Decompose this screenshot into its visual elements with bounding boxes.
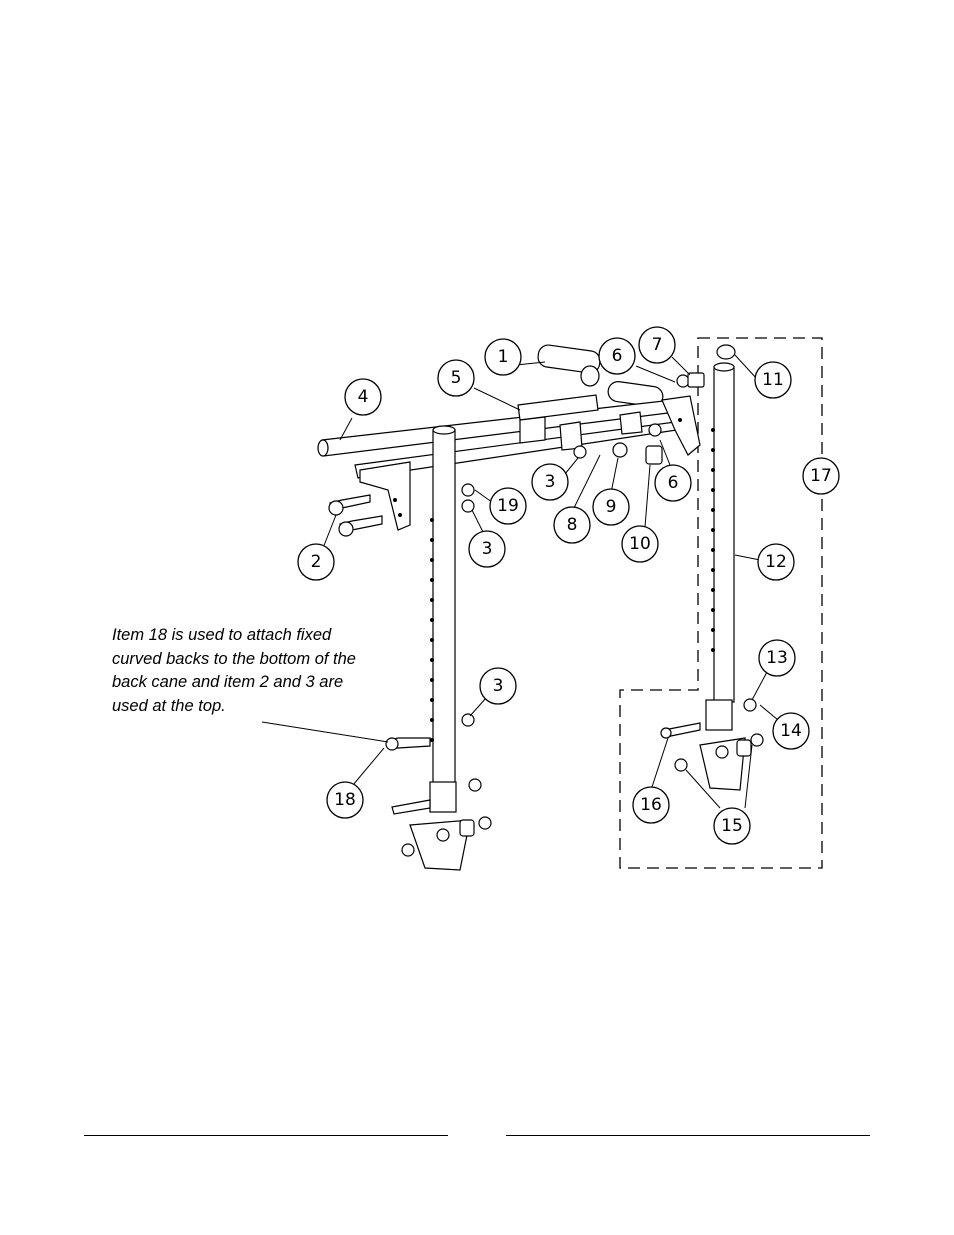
callout-label: 3: [545, 472, 556, 492]
callout-label: 11: [762, 370, 784, 390]
callout-label: 3: [482, 539, 493, 559]
callout-label: 8: [567, 515, 578, 535]
callout-3-left: 3: [469, 531, 505, 567]
bolts-2: [329, 495, 382, 536]
callout-9: 9: [593, 489, 629, 525]
callout-label: 6: [668, 473, 679, 493]
callout-label: 6: [612, 346, 623, 366]
callout-19: 19: [490, 488, 526, 524]
callout-label: 13: [766, 648, 788, 668]
callout-label: 16: [640, 795, 662, 815]
callout-12: 12: [758, 544, 794, 580]
callout-14: 14: [773, 713, 809, 749]
callout-13: 13: [759, 640, 795, 676]
callout-4: 4: [345, 379, 381, 415]
nut-3-lower: [462, 714, 474, 726]
callout-label: 17: [810, 466, 832, 486]
callout-label: 15: [721, 816, 743, 836]
callout-label: 2: [311, 552, 322, 572]
footer-rule-right: [506, 1135, 870, 1136]
callout-2: 2: [298, 544, 334, 580]
callout-label: 9: [606, 497, 617, 517]
callout-10: 10: [622, 526, 658, 562]
callout-16: 16: [633, 787, 669, 823]
bolt-lower-left: [392, 800, 430, 814]
callout-label: 3: [493, 676, 504, 696]
callout-5: 5: [438, 360, 474, 396]
callout-11: 11: [755, 362, 791, 398]
callout-18: 18: [327, 782, 363, 818]
callout-3-lower: 3: [480, 668, 516, 704]
callout-label: 10: [629, 534, 651, 554]
callout-label: 18: [334, 790, 356, 810]
callout-label: 5: [451, 368, 462, 388]
callout-3-top: 3: [532, 464, 568, 500]
callout-6-right: 6: [655, 465, 691, 501]
bolt-18: [386, 738, 430, 750]
callout-label: 19: [497, 496, 519, 516]
callout-label: 4: [358, 387, 369, 407]
callout-label: 1: [498, 347, 509, 367]
callout-17: 17: [803, 458, 839, 494]
callout-1: 1: [485, 339, 521, 375]
callout-8: 8: [554, 507, 590, 543]
callout-7: 7: [639, 327, 675, 363]
footer-rule-left: [84, 1135, 448, 1136]
assembly-note: Item 18 is used to attach fixed curved b…: [112, 624, 372, 718]
nuts-19-3: [462, 484, 474, 512]
callout-15: 15: [714, 808, 750, 844]
callout-label: 14: [780, 721, 802, 741]
callout-label: 7: [652, 335, 663, 355]
callout-6-top: 6: [599, 338, 635, 374]
callout-label: 12: [765, 552, 787, 572]
